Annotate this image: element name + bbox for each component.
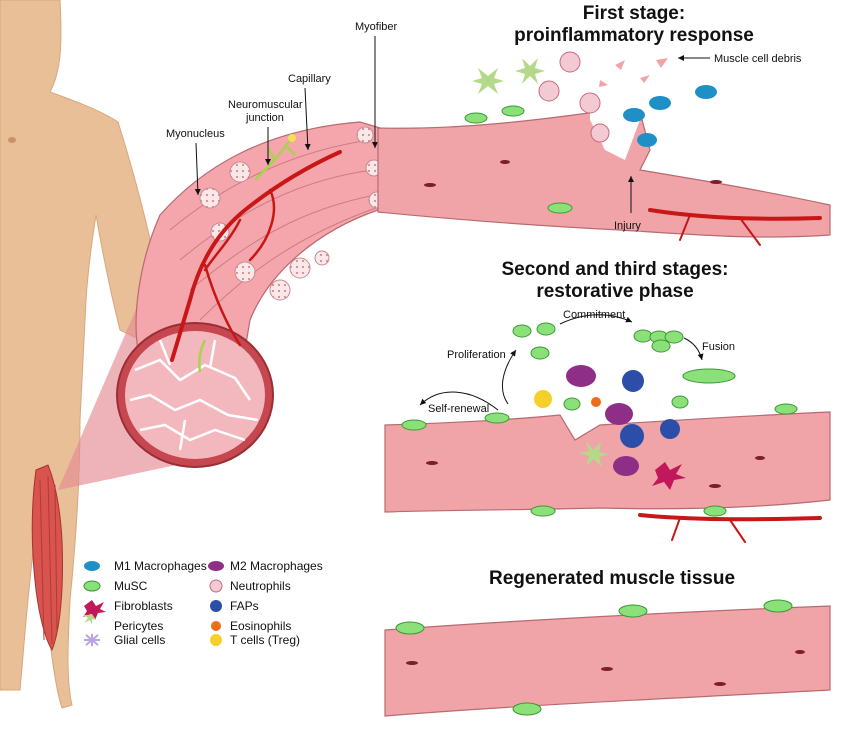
label-myofiber: Myofiber [355,21,398,33]
m1-macrophage-icon [84,561,100,571]
legend-label: M1 Macrophages [114,559,207,573]
label-capillary: Capillary [288,73,331,85]
stage2-title-line1: Second and third stages: [502,259,729,280]
muscle-cross-section [116,121,386,468]
fibroblast-icon [83,600,106,620]
label-neuromuscular-1: Neuromuscular [228,99,303,111]
legend-label: Neutrophils [230,579,291,593]
label-injury: Injury [614,220,641,232]
label-fusion: Fusion [702,341,735,353]
legend-item-fibroblasts: Fibroblasts [83,599,173,620]
label-self-renewal: Self-renewal [428,403,489,415]
label-muscle-cell-debris: Muscle cell debris [714,53,802,65]
legend-label: Fibroblasts [114,599,173,613]
legend: M1 Macrophages M2 Macrophages MuSC Neutr… [83,559,323,647]
m2-macrophage-icon [208,561,224,571]
legend-item-glial: Glial cells [84,633,165,647]
legend-label: M2 Macrophages [230,559,323,573]
neutrophil-icon [209,579,223,593]
legend-label: FAPs [230,599,259,613]
legend-item-faps: FAPs [210,599,259,613]
legend-item-m1: M1 Macrophages [84,559,207,573]
label-commitment: Commitment [563,309,625,321]
glial-cell-icon [84,634,100,646]
t-cell-icon [210,634,222,646]
legend-item-musc: MuSC [83,579,148,593]
callouts: Myofiber Capillary Neuromuscular junctio… [166,21,398,196]
stage3-fiber [384,599,831,717]
stage3-title: Regenerated muscle tissue [489,568,735,589]
legend-item-tcells: T cells (Treg) [210,633,300,647]
eosinophil-icon [211,621,221,631]
legend-item-m2: M2 Macrophages [208,559,323,573]
legend-label: T cells (Treg) [230,633,300,647]
pericyte-icon [83,614,96,625]
stage2-fiber: Commitment Proliferation Fusion Self-ren… [384,309,831,543]
label-neuromuscular-2: junction [245,112,284,124]
legend-label: Eosinophils [230,619,291,633]
legend-label: Glial cells [114,633,165,647]
label-proliferation: Proliferation [447,349,506,361]
musc-icon [83,580,101,592]
leg-muscle [31,464,64,652]
fap-icon [210,600,222,612]
legend-item-eosinophils: Eosinophils [211,619,291,633]
legend-label: Pericytes [114,619,163,633]
stage2-title-line2: restorative phase [536,281,693,302]
legend-label: MuSC [114,579,148,593]
legend-item-neutrophils: Neutrophils [209,579,291,593]
legend-item-pericytes: Pericytes [83,614,163,633]
label-myonucleus: Myonucleus [166,128,225,140]
stage1-fiber: Muscle cell debris Injury [377,51,831,246]
stage1-title-line1: First stage: [583,3,685,24]
stage1-title-line2: proinflammatory response [514,25,754,46]
